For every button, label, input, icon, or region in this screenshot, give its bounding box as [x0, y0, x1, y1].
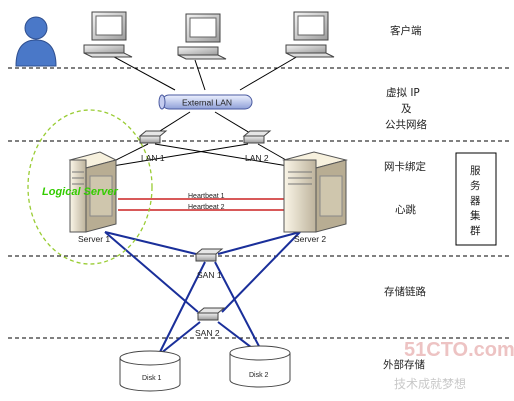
disk2-icon [229, 345, 291, 388]
svg-text:群: 群 [470, 224, 481, 237]
client-links [104, 51, 306, 91]
disk1-label: Disk 1 [142, 375, 162, 382]
server1-label: Server 1 [78, 234, 110, 244]
lan-links [99, 111, 301, 169]
lan1-switch-icon [138, 130, 168, 144]
external-storage-label: 外部存储 [383, 358, 425, 371]
heartbeat-layer-label: 心跳 [395, 203, 416, 216]
watermark-logo: 51CTO.com [404, 339, 514, 361]
lan2-switch-icon [242, 130, 272, 144]
san1-switch-icon [194, 248, 224, 262]
client-pc-icon [285, 11, 335, 58]
logical-server-label: Logical Server [42, 186, 119, 198]
client-pc-icon [177, 13, 227, 60]
san2-label: SAN 2 [195, 328, 220, 338]
heartbeat1-label: Heartbeat 1 [188, 193, 225, 200]
svg-text:务: 务 [470, 179, 481, 192]
watermark-slogan: 技术成就梦想 [394, 376, 466, 391]
server2-label: Server 2 [294, 234, 326, 244]
client-pc-icon [83, 11, 133, 58]
disk1-icon [119, 350, 181, 392]
server-cluster-box [455, 152, 497, 246]
san-links [104, 231, 301, 355]
public-network-label: 公共网络 [385, 118, 427, 131]
svg-text:服: 服 [470, 165, 481, 177]
svg-text:器: 器 [470, 195, 481, 207]
nic-bonding-label: 网卡绑定 [384, 160, 426, 173]
client-layer-label: 客户端 [390, 24, 422, 37]
server1-icon [68, 151, 118, 233]
heartbeat-links [118, 198, 290, 211]
svg-text:集: 集 [470, 209, 481, 222]
external-lan-icon: External LAN [158, 94, 253, 110]
lan1-label: LAN 1 [141, 153, 165, 163]
disk2-label: Disk 2 [249, 372, 269, 379]
san1-label: SAN 1 [197, 270, 222, 280]
san2-switch-icon [196, 307, 226, 321]
external-lan-label: External LAN [182, 98, 232, 108]
storage-link-label: 存储链路 [384, 285, 426, 298]
virtual-ip-label: 虚拟 IP [386, 86, 420, 99]
lan2-label: LAN 2 [245, 153, 269, 163]
logical-server-ellipse [27, 109, 153, 265]
heartbeat2-label: Heartbeat 2 [188, 204, 225, 211]
server-cluster-label: 服 务 器 集 群 [470, 165, 481, 237]
server2-icon [282, 151, 348, 233]
user-icon [15, 16, 57, 67]
and-label: 及 [401, 103, 412, 115]
